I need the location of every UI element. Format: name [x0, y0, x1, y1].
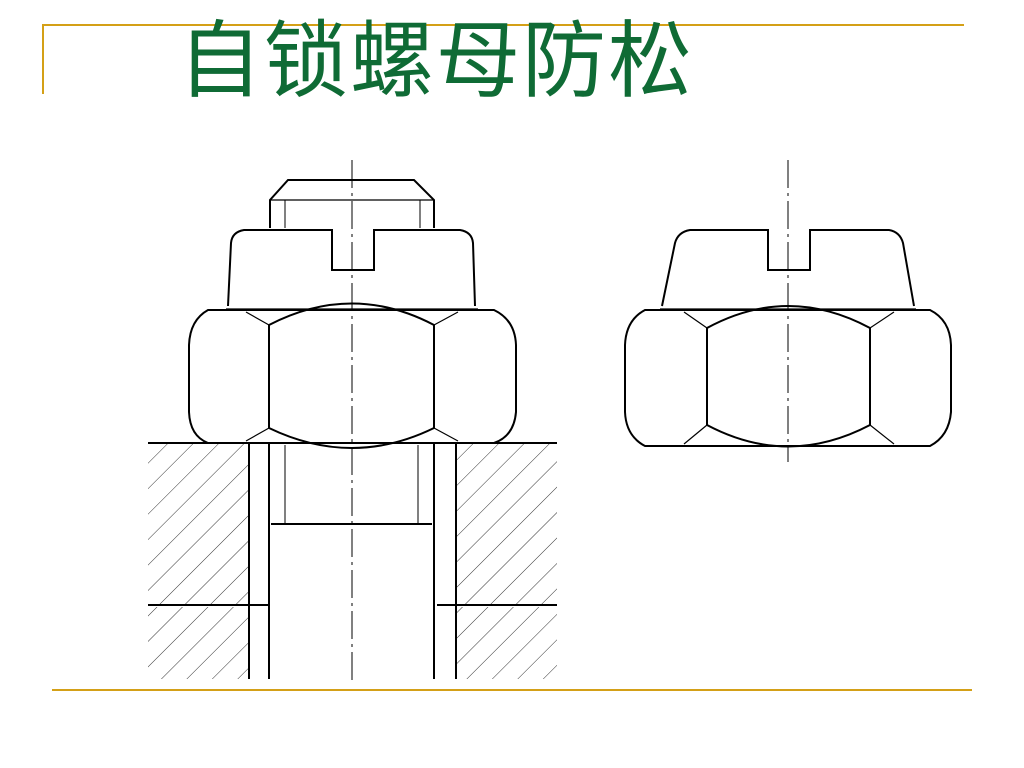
frame-bottom-line: [52, 689, 972, 691]
bolt-end: [269, 179, 435, 228]
hex-nut-body: [188, 309, 517, 444]
frame-top-line: [42, 24, 964, 26]
nut-body: [624, 309, 952, 447]
frame-left-line: [42, 24, 44, 94]
slide-title: 自锁螺母防松: [178, 12, 695, 110]
plate-hatching: [148, 444, 557, 679]
nut-view: [624, 160, 952, 462]
nut-slotted-collar: [661, 229, 915, 307]
slotted-collar: [227, 229, 476, 307]
assembly-view: [148, 160, 557, 680]
